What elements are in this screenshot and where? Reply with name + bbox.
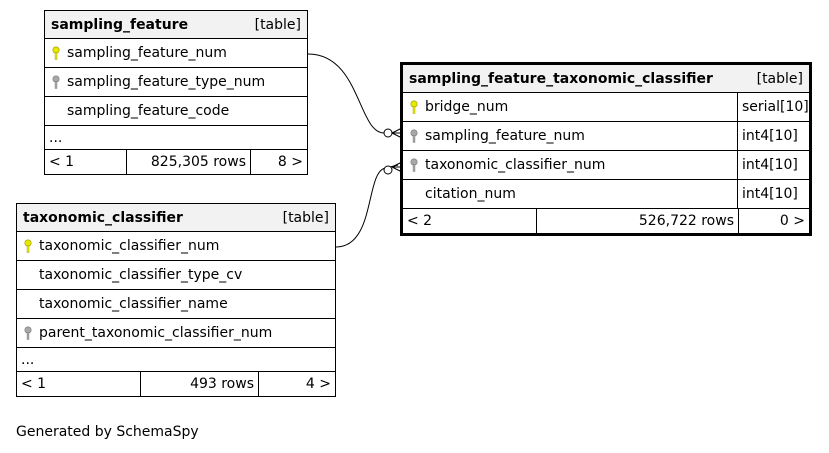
children-count[interactable]: 0 > <box>779 213 805 229</box>
table-kind: [table] <box>756 70 803 87</box>
parents-count[interactable]: < 2 <box>403 209 537 233</box>
generated-by-caption: Generated by SchemaSpy <box>16 424 199 440</box>
column-row[interactable]: taxonomic_classifier_type_cv <box>17 261 335 290</box>
column-type: int4[10] <box>737 122 809 150</box>
table-name: taxonomic_classifier <box>23 209 183 226</box>
foreign-key-icon <box>17 326 39 340</box>
row-count: 493 rows <box>141 372 259 396</box>
table-kind: [table] <box>254 16 301 33</box>
relationship-sampling-feature <box>307 53 398 134</box>
column-name: taxonomic_classifier_type_cv <box>39 267 243 283</box>
table-header: sampling_feature [table] <box>45 11 307 39</box>
relationship-taxonomic-classifier-end <box>383 165 393 175</box>
table-header: sampling_feature_taxonomic_classifier [t… <box>403 65 809 93</box>
column-name: citation_num <box>425 186 516 202</box>
children-count[interactable]: 4 > <box>305 376 331 392</box>
table-sampling-feature[interactable]: sampling_feature [table] sampling_featur… <box>44 10 308 175</box>
column-row[interactable]: taxonomic_classifier_num int4[10] <box>403 151 809 180</box>
column-row[interactable]: taxonomic_classifier_num <box>17 232 335 261</box>
more-columns: ... <box>17 348 335 372</box>
column-row[interactable]: sampling_feature_num <box>45 39 307 68</box>
table-name: sampling_feature <box>51 16 189 33</box>
foreign-key-icon <box>45 75 67 89</box>
column-type: serial[10] <box>737 93 809 121</box>
column-type: int4[10] <box>737 151 809 179</box>
column-name: parent_taxonomic_classifier_num <box>39 325 273 341</box>
column-name: sampling_feature_type_num <box>67 74 266 90</box>
column-row[interactable]: parent_taxonomic_classifier_num <box>17 319 335 348</box>
column-row[interactable]: citation_num int4[10] <box>403 180 809 209</box>
primary-key-icon <box>17 239 39 253</box>
parents-count[interactable]: < 1 <box>17 372 141 396</box>
parents-count[interactable]: < 1 <box>45 150 127 174</box>
column-name: taxonomic_classifier_name <box>39 296 228 312</box>
column-name: sampling_feature_num <box>425 128 585 144</box>
column-row[interactable]: taxonomic_classifier_name <box>17 290 335 319</box>
table-footer: < 1 825,305 rows 8 > <box>45 150 307 174</box>
relationship-taxonomic-classifier <box>335 164 399 248</box>
primary-key-icon <box>45 46 67 60</box>
row-count: 526,722 rows <box>537 209 739 233</box>
primary-key-icon <box>403 100 425 114</box>
table-kind: [table] <box>282 209 329 226</box>
table-name: sampling_feature_taxonomic_classifier <box>409 70 713 87</box>
children-count[interactable]: 8 > <box>277 154 303 170</box>
column-type: int4[10] <box>737 180 809 208</box>
column-name: sampling_feature_num <box>67 45 227 61</box>
column-row[interactable]: sampling_feature_type_num <box>45 68 307 97</box>
column-row[interactable]: sampling_feature_code <box>45 97 307 126</box>
table-taxonomic-classifier[interactable]: taxonomic_classifier [table] taxonomic_c… <box>16 203 336 397</box>
relationship-sampling-feature-end <box>383 128 393 138</box>
table-header: taxonomic_classifier [table] <box>17 204 335 232</box>
table-sampling-feature-taxonomic-classifier[interactable]: sampling_feature_taxonomic_classifier [t… <box>400 62 812 236</box>
column-row[interactable]: sampling_feature_num int4[10] <box>403 122 809 151</box>
column-name: bridge_num <box>425 99 509 115</box>
more-columns: ... <box>45 126 307 150</box>
table-footer: < 2 526,722 rows 0 > <box>403 209 809 233</box>
column-name: sampling_feature_code <box>67 103 230 119</box>
row-count: 825,305 rows <box>127 150 251 174</box>
foreign-key-icon <box>403 158 425 172</box>
foreign-key-icon <box>403 129 425 143</box>
table-footer: < 1 493 rows 4 > <box>17 372 335 396</box>
column-name: taxonomic_classifier_num <box>39 238 220 254</box>
column-name: taxonomic_classifier_num <box>425 157 606 173</box>
column-row[interactable]: bridge_num serial[10] <box>403 93 809 122</box>
